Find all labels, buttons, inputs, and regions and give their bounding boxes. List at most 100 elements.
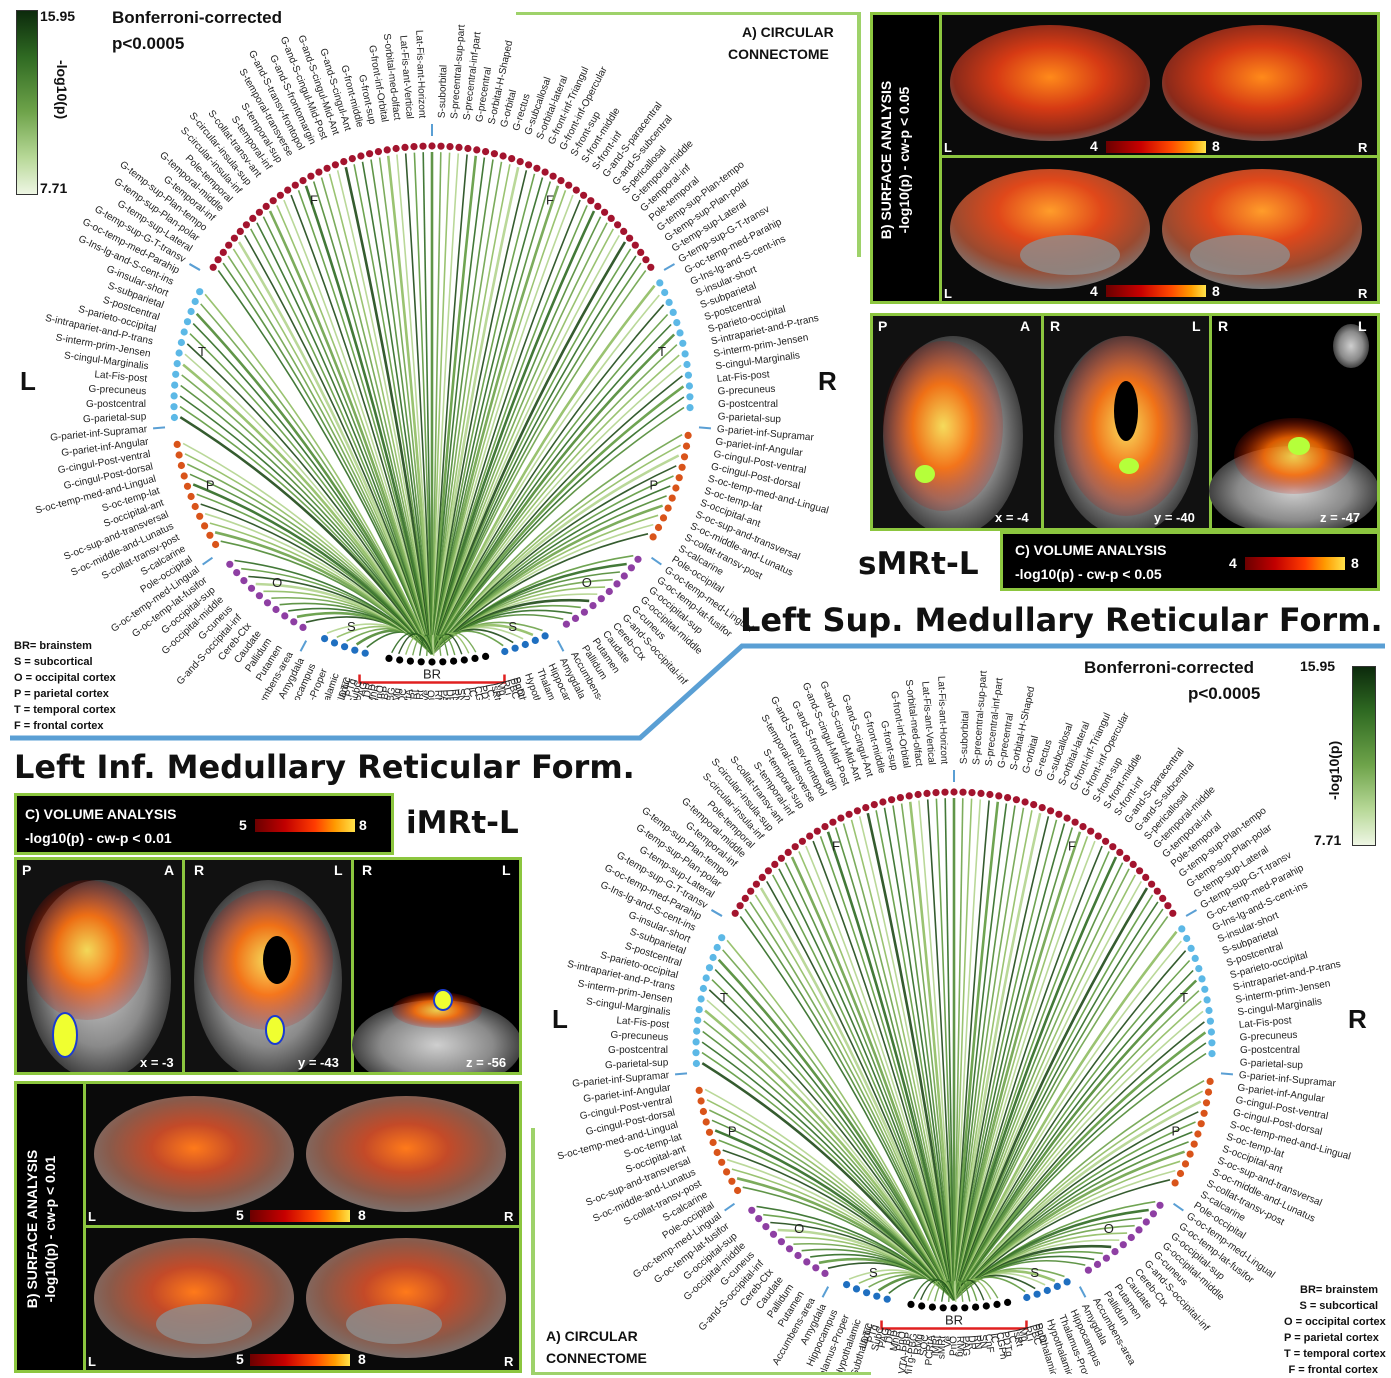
region-node: [1154, 888, 1161, 895]
region-node: [1044, 1287, 1051, 1294]
region-node: [1169, 910, 1176, 917]
region-node: [587, 197, 594, 204]
region-node: [676, 329, 683, 336]
lobe-separator: [664, 264, 674, 270]
bottom-frame-line-v: [531, 1128, 535, 1372]
bottom-slice-3-tr: L: [502, 862, 511, 878]
bottom-side-right: R: [1348, 1004, 1367, 1035]
region-node: [854, 807, 861, 814]
region-node: [206, 532, 213, 539]
top-slice-3-coord: z = -47: [1320, 510, 1360, 525]
region-node: [500, 152, 507, 159]
region-node: [248, 585, 255, 592]
lobe-label: S: [869, 1265, 878, 1280]
lobe-label: P: [1171, 1124, 1180, 1139]
bottom-surface-L-1: L: [88, 1209, 96, 1224]
region-node: [681, 453, 688, 460]
region-node: [613, 580, 620, 587]
region-node: [324, 165, 331, 172]
slice-peak: [53, 1013, 77, 1057]
region-node: [1064, 1278, 1071, 1285]
lobe-label: P: [728, 1124, 737, 1139]
region-node: [923, 790, 930, 797]
region-node: [196, 288, 203, 295]
lobe-label: O: [582, 575, 592, 590]
lobe-separator: [190, 264, 200, 270]
top-surface-cbar-2: [1106, 285, 1206, 297]
region-node: [1116, 849, 1123, 856]
region-node: [879, 798, 886, 805]
region-node: [226, 561, 233, 568]
region-node: [792, 843, 799, 850]
region-node: [821, 823, 828, 830]
top-bonferroni-line2: p<0.0005: [112, 34, 184, 54]
region-node: [473, 146, 480, 153]
region-node: [272, 606, 279, 613]
top-volume-cbar-max: 8: [1351, 555, 1359, 571]
brain-temporal-patch: [346, 1304, 442, 1344]
region-node: [694, 1017, 701, 1024]
region-node: [1207, 1018, 1214, 1025]
region-node: [340, 158, 347, 165]
region-node: [1192, 955, 1199, 962]
region-node: [517, 158, 524, 165]
region-node: [670, 309, 677, 316]
lobe-separator: [823, 1287, 829, 1298]
region-node: [700, 1108, 707, 1115]
region-node: [907, 1301, 914, 1308]
region-node: [307, 173, 314, 180]
region-node: [1094, 1261, 1101, 1268]
region-node: [685, 432, 692, 439]
region-node: [1054, 1283, 1061, 1290]
region-label: Lat-Fis-post: [94, 369, 148, 385]
region-node: [673, 319, 680, 326]
region-node: [437, 143, 444, 150]
region-node: [608, 215, 615, 222]
region-node: [1150, 1210, 1157, 1217]
region-node: [181, 472, 188, 479]
region-node: [1187, 1151, 1194, 1158]
region-node: [682, 350, 689, 357]
region-node: [676, 474, 683, 481]
region-node: [384, 146, 391, 153]
top-slice-1-tr: A: [1020, 318, 1030, 334]
region-node: [237, 228, 244, 235]
brain-lateral-right: [306, 1096, 506, 1212]
top-side-right: R: [818, 366, 837, 397]
connection-chords: [180, 152, 684, 656]
region-node: [210, 264, 217, 271]
region-node: [1135, 1226, 1142, 1233]
bottom-surface-cbar-max-1: 8: [358, 1207, 366, 1223]
lobe-label: P: [206, 478, 215, 493]
region-node: [1205, 1007, 1212, 1014]
region-node: [1182, 1160, 1189, 1167]
region-node: [181, 328, 188, 335]
slice-peak: [1119, 458, 1139, 474]
region-node: [176, 349, 183, 356]
region-node: [277, 192, 284, 199]
slice-hole: [263, 936, 291, 984]
region-node: [621, 572, 628, 579]
region-node: [1177, 1170, 1184, 1177]
region-node: [862, 804, 869, 811]
region-node: [1208, 1050, 1215, 1057]
region-label: Lat-Fis-post: [1238, 1015, 1292, 1031]
lobe-label: O: [794, 1221, 804, 1236]
region-node: [1208, 1039, 1215, 1046]
bottom-side-left: L: [552, 1004, 568, 1035]
region-node: [573, 187, 580, 194]
region-node: [683, 443, 690, 450]
region-node: [961, 1304, 968, 1311]
region-node: [696, 1087, 703, 1094]
lobe-label: T: [198, 344, 206, 359]
region-node: [606, 588, 613, 595]
bottom-volume-cbar-min: 5: [239, 817, 247, 833]
region-node: [170, 403, 177, 410]
region-node: [1207, 1078, 1214, 1085]
brain-lateral-right: [1162, 25, 1362, 141]
region-node: [762, 1223, 769, 1230]
top-colorbar-max: 15.95: [40, 8, 75, 24]
bottom-surface-brains: [84, 1084, 518, 1370]
top-surface-cbar-min-2: 4: [1090, 283, 1098, 299]
region-node: [601, 209, 608, 216]
